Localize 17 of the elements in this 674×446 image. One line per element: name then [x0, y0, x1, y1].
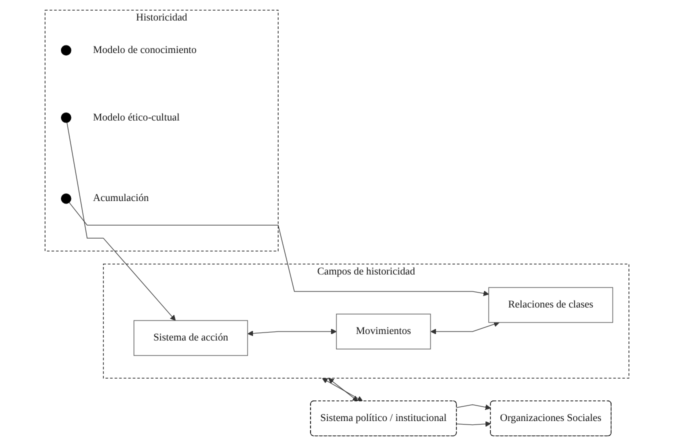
node-circle [60, 193, 72, 204]
arrow [248, 328, 337, 336]
node-label: Modelo ético-cultual [92, 112, 180, 123]
arrow [328, 378, 358, 402]
node-circle [60, 45, 72, 56]
arrow [66, 122, 176, 321]
node-label: Modelo de conocimiento [92, 44, 197, 56]
node-box: Movimientos [336, 314, 431, 350]
node-box: Sistema de acción [134, 320, 248, 356]
arrow [68, 202, 489, 296]
arrow [430, 321, 500, 334]
arrow [456, 421, 491, 427]
arrow [456, 404, 491, 410]
node-circle [60, 112, 72, 123]
arrow [322, 378, 363, 402]
node-box: Relaciones de clases [488, 287, 614, 323]
node-label: Acumulación [92, 192, 149, 204]
